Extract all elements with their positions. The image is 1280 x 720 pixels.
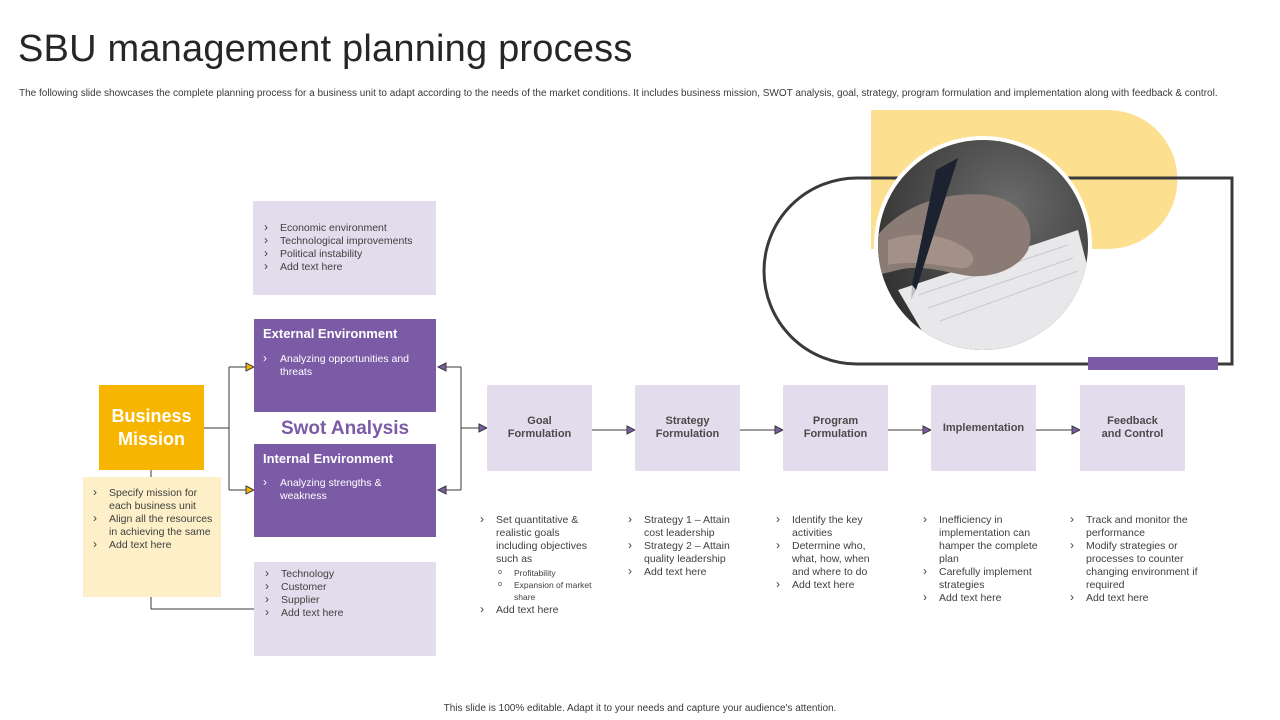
hand-writing-photo — [874, 136, 1092, 354]
goal-formulation-details: Set quantitative & realistic goals inclu… — [478, 513, 600, 617]
connector-arrowheads — [245, 362, 1082, 495]
swot-analysis-label: Swot Analysis — [280, 418, 410, 439]
list-item: Determine who, what, how, when and where… — [774, 539, 886, 579]
list-item: Track and monitor the performance — [1068, 513, 1198, 540]
list-item: Add text here — [1068, 591, 1198, 605]
strategy-formulation-details: Strategy 1 – Attain cost leadership Stra… — [626, 513, 744, 579]
step-implementation: Implementation — [931, 385, 1036, 471]
sub-list-item: Expansion of market share — [496, 579, 600, 603]
list-item: Analyzing strengths & weakness — [260, 476, 430, 503]
business-mission-label-line2: Mission — [117, 428, 185, 449]
sub-list-item: Profitability — [496, 567, 600, 579]
list-item: Modify strategies or processes to counte… — [1068, 539, 1198, 592]
external-factors-box: Economic environment Technological impro… — [253, 201, 436, 295]
list-item: Add text here — [263, 606, 430, 620]
list-item: Add text here — [91, 538, 217, 552]
list-item: Strategy 2 – Attain quality leadership — [626, 539, 744, 566]
step-label: and Control — [1101, 428, 1164, 440]
list-item-text: Set quantitative & realistic goals inclu… — [496, 514, 588, 565]
list-item: Analyzing opportunities and threats — [260, 352, 430, 379]
connector-lines — [150, 366, 1072, 610]
step-label: Implementation — [942, 421, 1025, 434]
list-item: Add text here — [921, 591, 1041, 605]
step-label: Formulation — [507, 428, 572, 440]
frame-outline — [762, 176, 1234, 366]
step-label: Formulation — [803, 428, 868, 440]
business-mission-label-line1: Business — [111, 405, 192, 426]
step-label: Goal — [527, 415, 552, 427]
external-environment-box: External Environment Analyzing opportuni… — [254, 319, 436, 412]
list-item: Carefully implement strategies — [921, 565, 1041, 592]
list-item: Supplier — [263, 593, 430, 607]
list-item: Add text here — [478, 603, 600, 617]
list-item: Align all the resources in achieving the… — [91, 512, 217, 539]
purple-bar — [1088, 357, 1218, 370]
implementation-details: Inefficiency in implementation can hampe… — [921, 513, 1041, 605]
business-mission-details: Specify mission for each business unit A… — [83, 477, 221, 597]
step-label: Feedback — [1107, 415, 1158, 427]
list-item: Political instability — [262, 247, 430, 261]
feedback-and-control-details: Track and monitor the performance Modify… — [1068, 513, 1198, 605]
page-subtitle: The following slide showcases the comple… — [19, 88, 1218, 99]
footer-note: This slide is 100% editable. Adapt it to… — [443, 703, 837, 714]
list-item: Add text here — [626, 565, 744, 579]
step-label: Formulation — [655, 428, 720, 440]
list-item: Customer — [263, 580, 430, 594]
list-item: Specify mission for each business unit — [91, 486, 217, 513]
internal-environment-title: Internal Environment — [263, 451, 394, 466]
list-item: Strategy 1 – Attain cost leadership — [626, 513, 744, 540]
list-item: Economic environment — [262, 221, 430, 235]
list-item: Set quantitative & realistic goals inclu… — [478, 513, 600, 603]
external-environment-title: External Environment — [263, 326, 398, 341]
internal-environment-box: Internal Environment Analyzing strengths… — [254, 444, 436, 537]
internal-factors-box: Technology Customer Supplier Add text he… — [254, 562, 436, 656]
list-item: Add text here — [262, 260, 430, 274]
list-item: Identify the key activities — [774, 513, 886, 540]
list-item: Technology — [263, 567, 430, 581]
step-label: Program — [812, 415, 859, 427]
list-item: Technological improvements — [262, 234, 430, 248]
step-label: Strategy — [665, 415, 710, 427]
list-item: Add text here — [774, 578, 886, 592]
list-item: Inefficiency in implementation can hampe… — [921, 513, 1041, 566]
page-title: SBU management planning process — [18, 28, 633, 70]
program-formulation-details: Identify the key activities Determine wh… — [774, 513, 886, 592]
